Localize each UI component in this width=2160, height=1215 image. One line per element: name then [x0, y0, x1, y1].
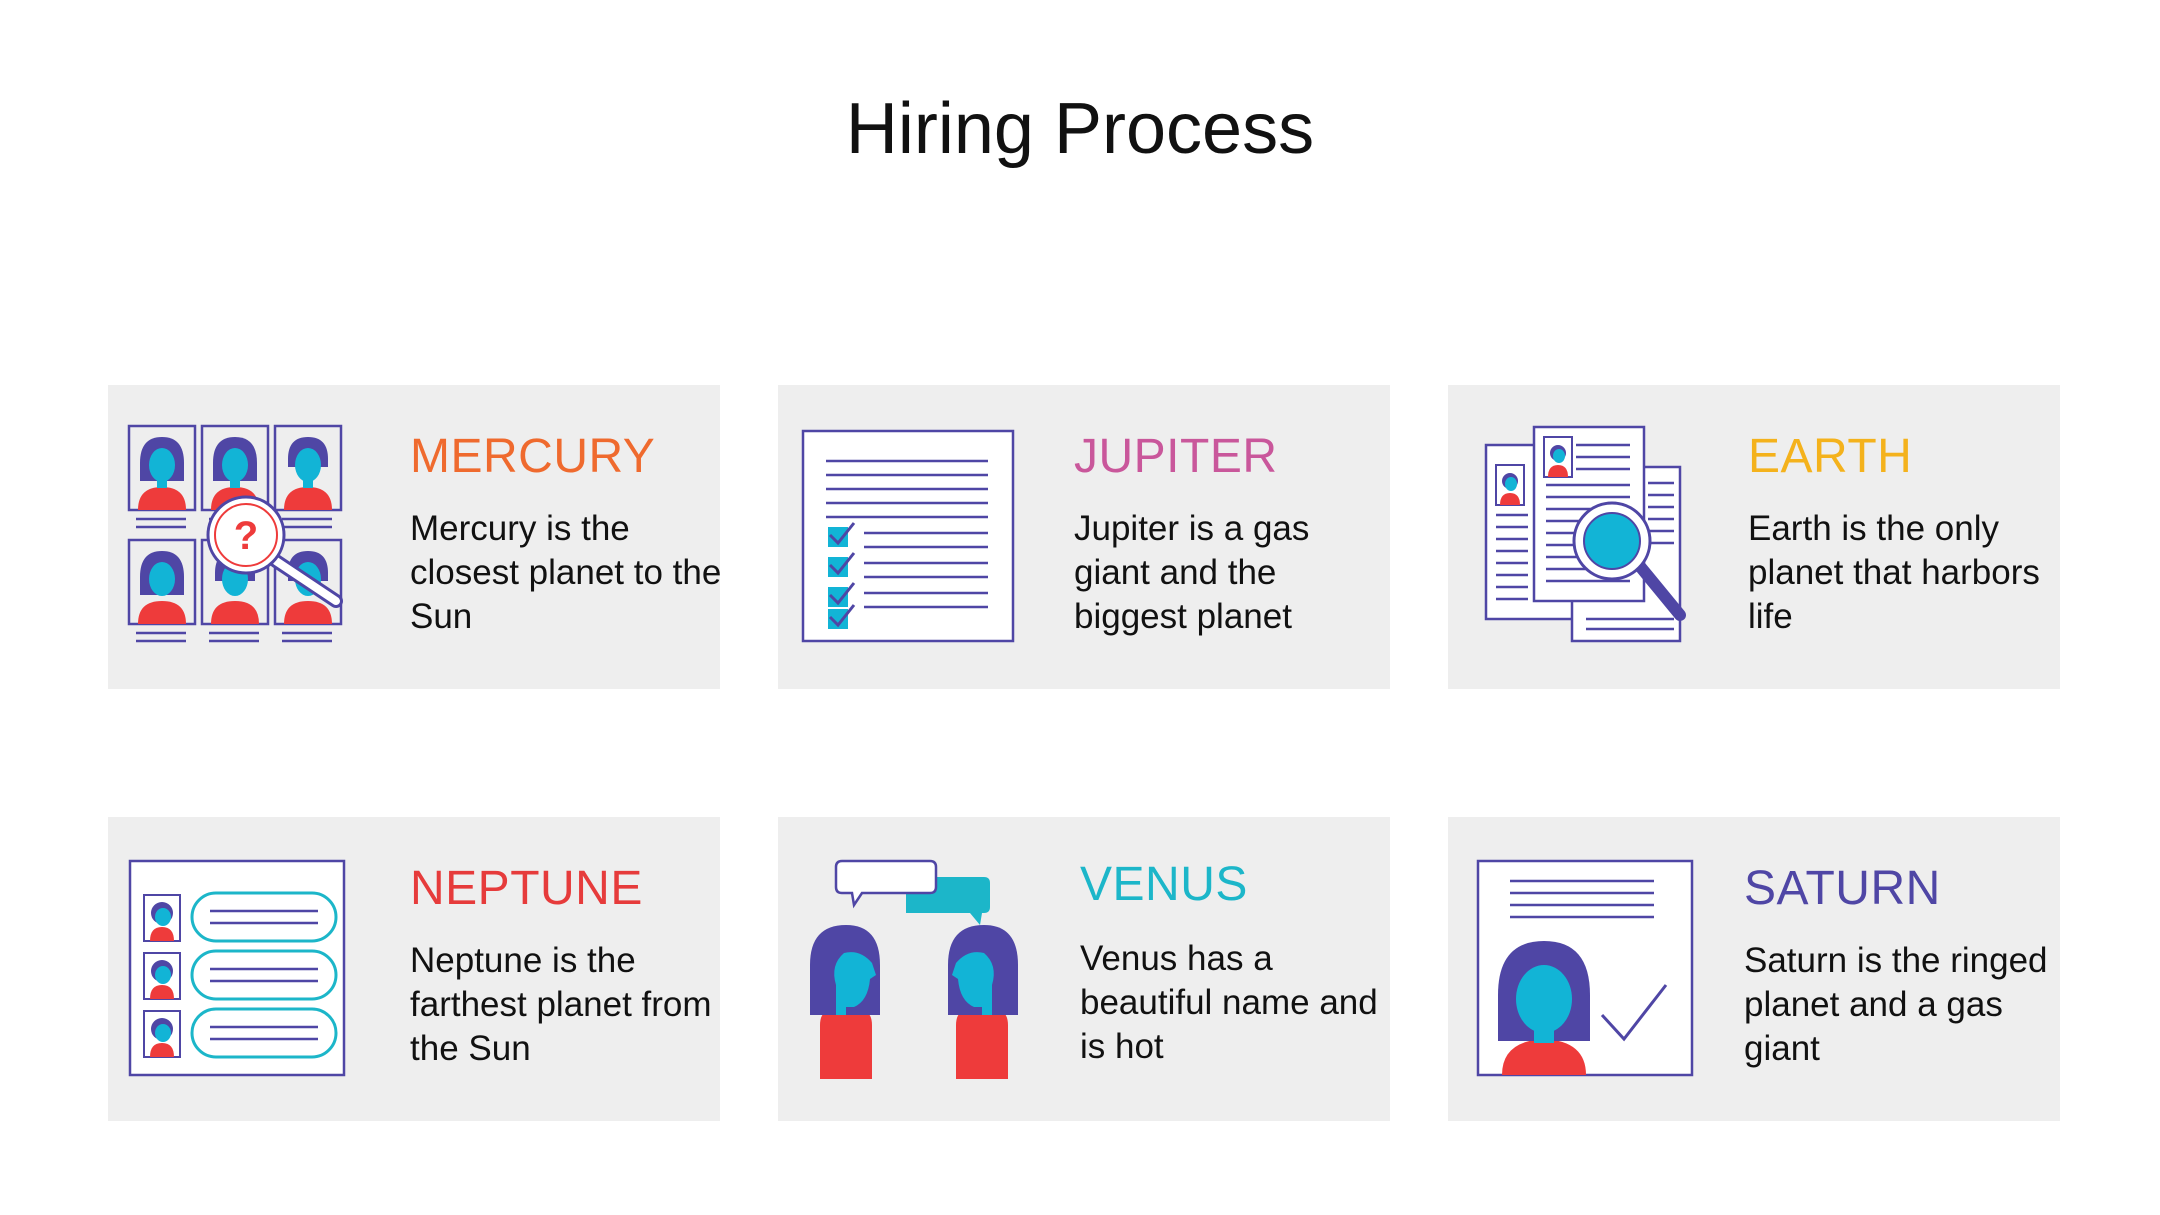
card-description: Earth is the only planet that harbors li… — [1748, 509, 2040, 636]
card-heading: SATURN — [1744, 862, 1941, 915]
card-saturn: SATURN Saturn is the ringed planet and a… — [1448, 817, 2060, 1121]
card-description: Venus has a beautiful name and is hot — [1080, 939, 1378, 1066]
candidate-list-icon — [126, 855, 350, 1079]
card-heading: JUPITER — [1074, 430, 1278, 483]
svg-text:?: ? — [234, 514, 258, 558]
card-heading: NEPTUNE — [410, 862, 643, 915]
card-neptune: NEPTUNE Neptune is the farthest planet f… — [108, 817, 720, 1121]
card-description: Saturn is the ringed planet and a gas gi… — [1744, 941, 2048, 1068]
candidate-search-icon: ? — [126, 423, 350, 647]
approved-candidate-icon — [1474, 855, 1698, 1079]
card-description: Neptune is the farthest planet from the … — [410, 941, 712, 1068]
card-jupiter: JUPITER Jupiter is a gas giant and the b… — [778, 385, 1390, 689]
card-description: Mercury is the closest planet to the Sun — [410, 509, 722, 636]
card-mercury: ? MERCURY Mercury is the closest planet … — [108, 385, 721, 689]
resume-review-icon — [1466, 423, 1690, 647]
card-heading: MERCURY — [410, 430, 656, 483]
interview-icon — [796, 855, 1020, 1079]
card-earth: EARTH Earth is the only planet that harb… — [1448, 385, 2060, 689]
card-heading: VENUS — [1080, 858, 1248, 911]
card-heading: EARTH — [1748, 430, 1913, 483]
page-title: Hiring Process — [845, 89, 1315, 169]
card-venus: VENUS Venus has a beautiful name and is … — [778, 817, 1390, 1121]
checklist-icon — [796, 423, 1020, 647]
card-description: Jupiter is a gas giant and the biggest p… — [1074, 509, 1310, 636]
